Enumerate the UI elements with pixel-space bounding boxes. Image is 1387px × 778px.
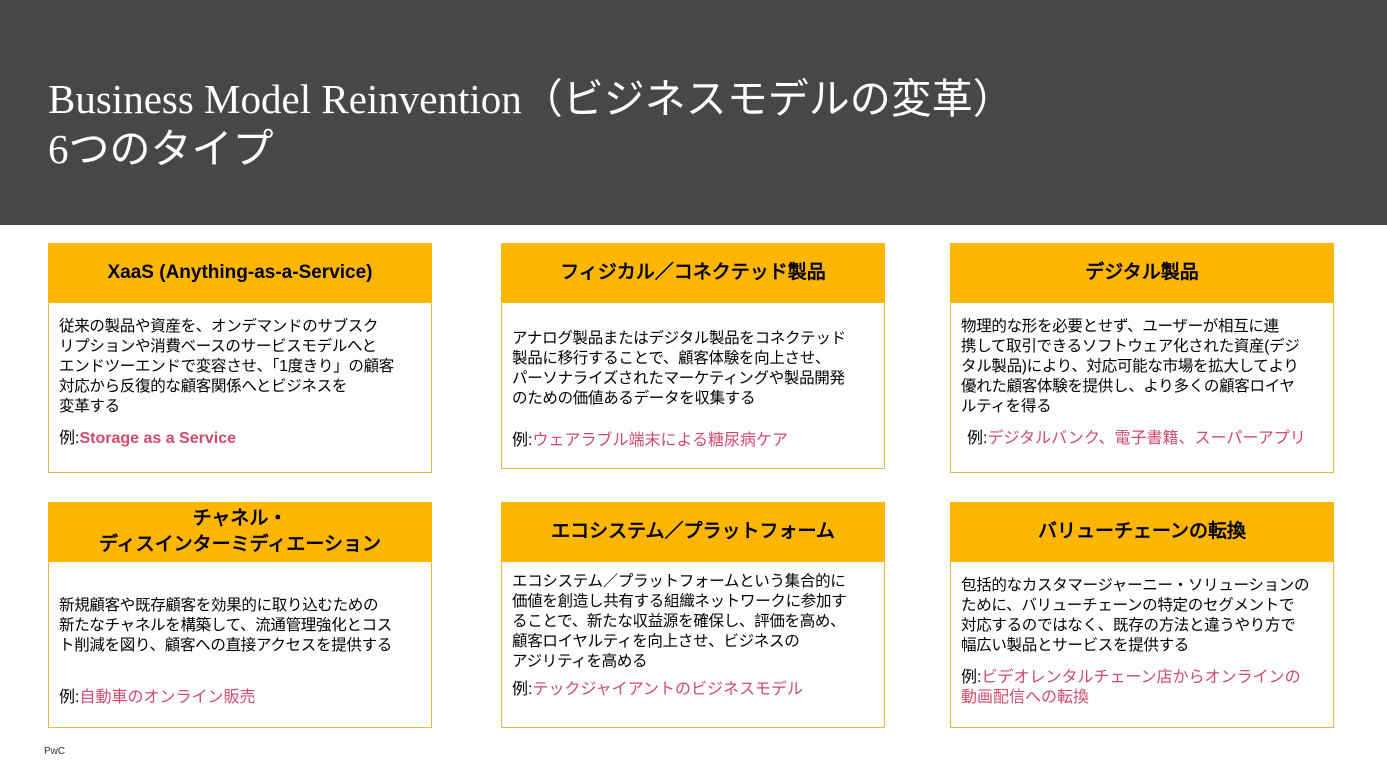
card-description: エコシステム／プラットフォームという集合的に 価値を創造し共有する組織ネットワー… [512,573,847,670]
card-heading: チャネル・ ディスインターミディエーション [48,502,432,562]
card-heading: XaaS (Anything-as-a-Service) [48,243,432,303]
example-label: 例: [59,689,80,706]
example-label: 例: [59,430,80,447]
card-ecosystem-platform: エコシステム／プラットフォーム エコシステム／プラットフォームという集合的に 価… [501,502,885,728]
card-description: 従来の製品や資産を、オンデマンドのサブスク リプションや消費ベースのサービスモデ… [59,318,394,415]
card-body: アナログ製品またはデジタル製品をコネクテッド 製品に移行することで、顧客体験を向… [501,303,885,469]
card-heading: バリューチェーンの転換 [950,502,1334,562]
card-heading: フィジカル／コネクテッド製品 [501,243,885,303]
card-example: 例:ウェアラブル端末による糖尿病ケア [512,431,874,451]
card-description: 物理的な形を必要とせず、ユーザーが相互に連 携して取引できるソフトウェア化された… [961,318,1300,415]
page-title: Business Model Reinvention（ビジネスモデルの変革） 6… [48,76,1014,172]
example-label: 例: [512,432,533,449]
card-digital-products: デジタル製品 物理的な形を必要とせず、ユーザーが相互に連 携して取引できるソフト… [950,243,1334,473]
example-label: 例: [967,430,988,447]
card-heading: デジタル製品 [950,243,1334,303]
card-body: 物理的な形を必要とせず、ユーザーが相互に連 携して取引できるソフトウェア化された… [950,303,1334,473]
example-value: Storage as a Service [79,430,236,447]
card-heading: エコシステム／プラットフォーム [501,502,885,562]
card-example: 例:テックジャイアントのビジネスモデル [512,680,874,700]
example-value: ビデオレンタルチェーン店からオンラインの 動画配信への転換 [961,669,1301,706]
card-description: 包括的なカスタマージャーニー・ソリューションの ために、バリューチェーンの特定の… [961,577,1310,654]
card-xaas: XaaS (Anything-as-a-Service) 従来の製品や資産を、オ… [48,243,432,473]
card-body: 包括的なカスタマージャーニー・ソリューションの ために、バリューチェーンの特定の… [950,562,1334,728]
card-example: 例:Storage as a Service [59,429,421,449]
example-label: 例: [961,669,982,686]
card-physical-connected-products: フィジカル／コネクテッド製品 アナログ製品またはデジタル製品をコネクテッド 製品… [501,243,885,469]
example-label: 例: [512,681,533,698]
card-example: 例:ビデオレンタルチェーン店からオンラインの 動画配信への転換 [961,668,1323,708]
card-body: エコシステム／プラットフォームという集合的に 価値を創造し共有する組織ネットワー… [501,562,885,728]
example-value: デジタルバンク、電子書籍、スーパーアプリ [987,430,1306,447]
example-value: ウェアラブル端末による糖尿病ケア [532,432,788,449]
card-example: 例:自動車のオンライン販売 [59,688,421,708]
card-body: 新規顧客や既存顧客を効果的に取り込むための 新たなチャネルを構築して、流通管理強… [48,562,432,728]
example-value: 自動車のオンライン販売 [79,689,256,706]
card-body: 従来の製品や資産を、オンデマンドのサブスク リプションや消費ベースのサービスモデ… [48,303,432,473]
card-example: 例:デジタルバンク、電子書籍、スーパーアプリ [961,429,1323,449]
card-description: アナログ製品またはデジタル製品をコネクテッド 製品に移行することで、顧客体験を向… [512,330,846,407]
footer-brand: PwC [44,746,66,757]
card-channel-disintermediation: チャネル・ ディスインターミディエーション 新規顧客や既存顧客を効果的に取り込む… [48,502,432,728]
example-value: テックジャイアントのビジネスモデル [532,681,804,698]
title-banner: Business Model Reinvention（ビジネスモデルの変革） 6… [0,0,1387,225]
card-description: 新規顧客や既存顧客を効果的に取り込むための 新たなチャネルを構築して、流通管理強… [59,597,393,654]
card-value-chain-transformation: バリューチェーンの転換 包括的なカスタマージャーニー・ソリューションの ために、… [950,502,1334,728]
